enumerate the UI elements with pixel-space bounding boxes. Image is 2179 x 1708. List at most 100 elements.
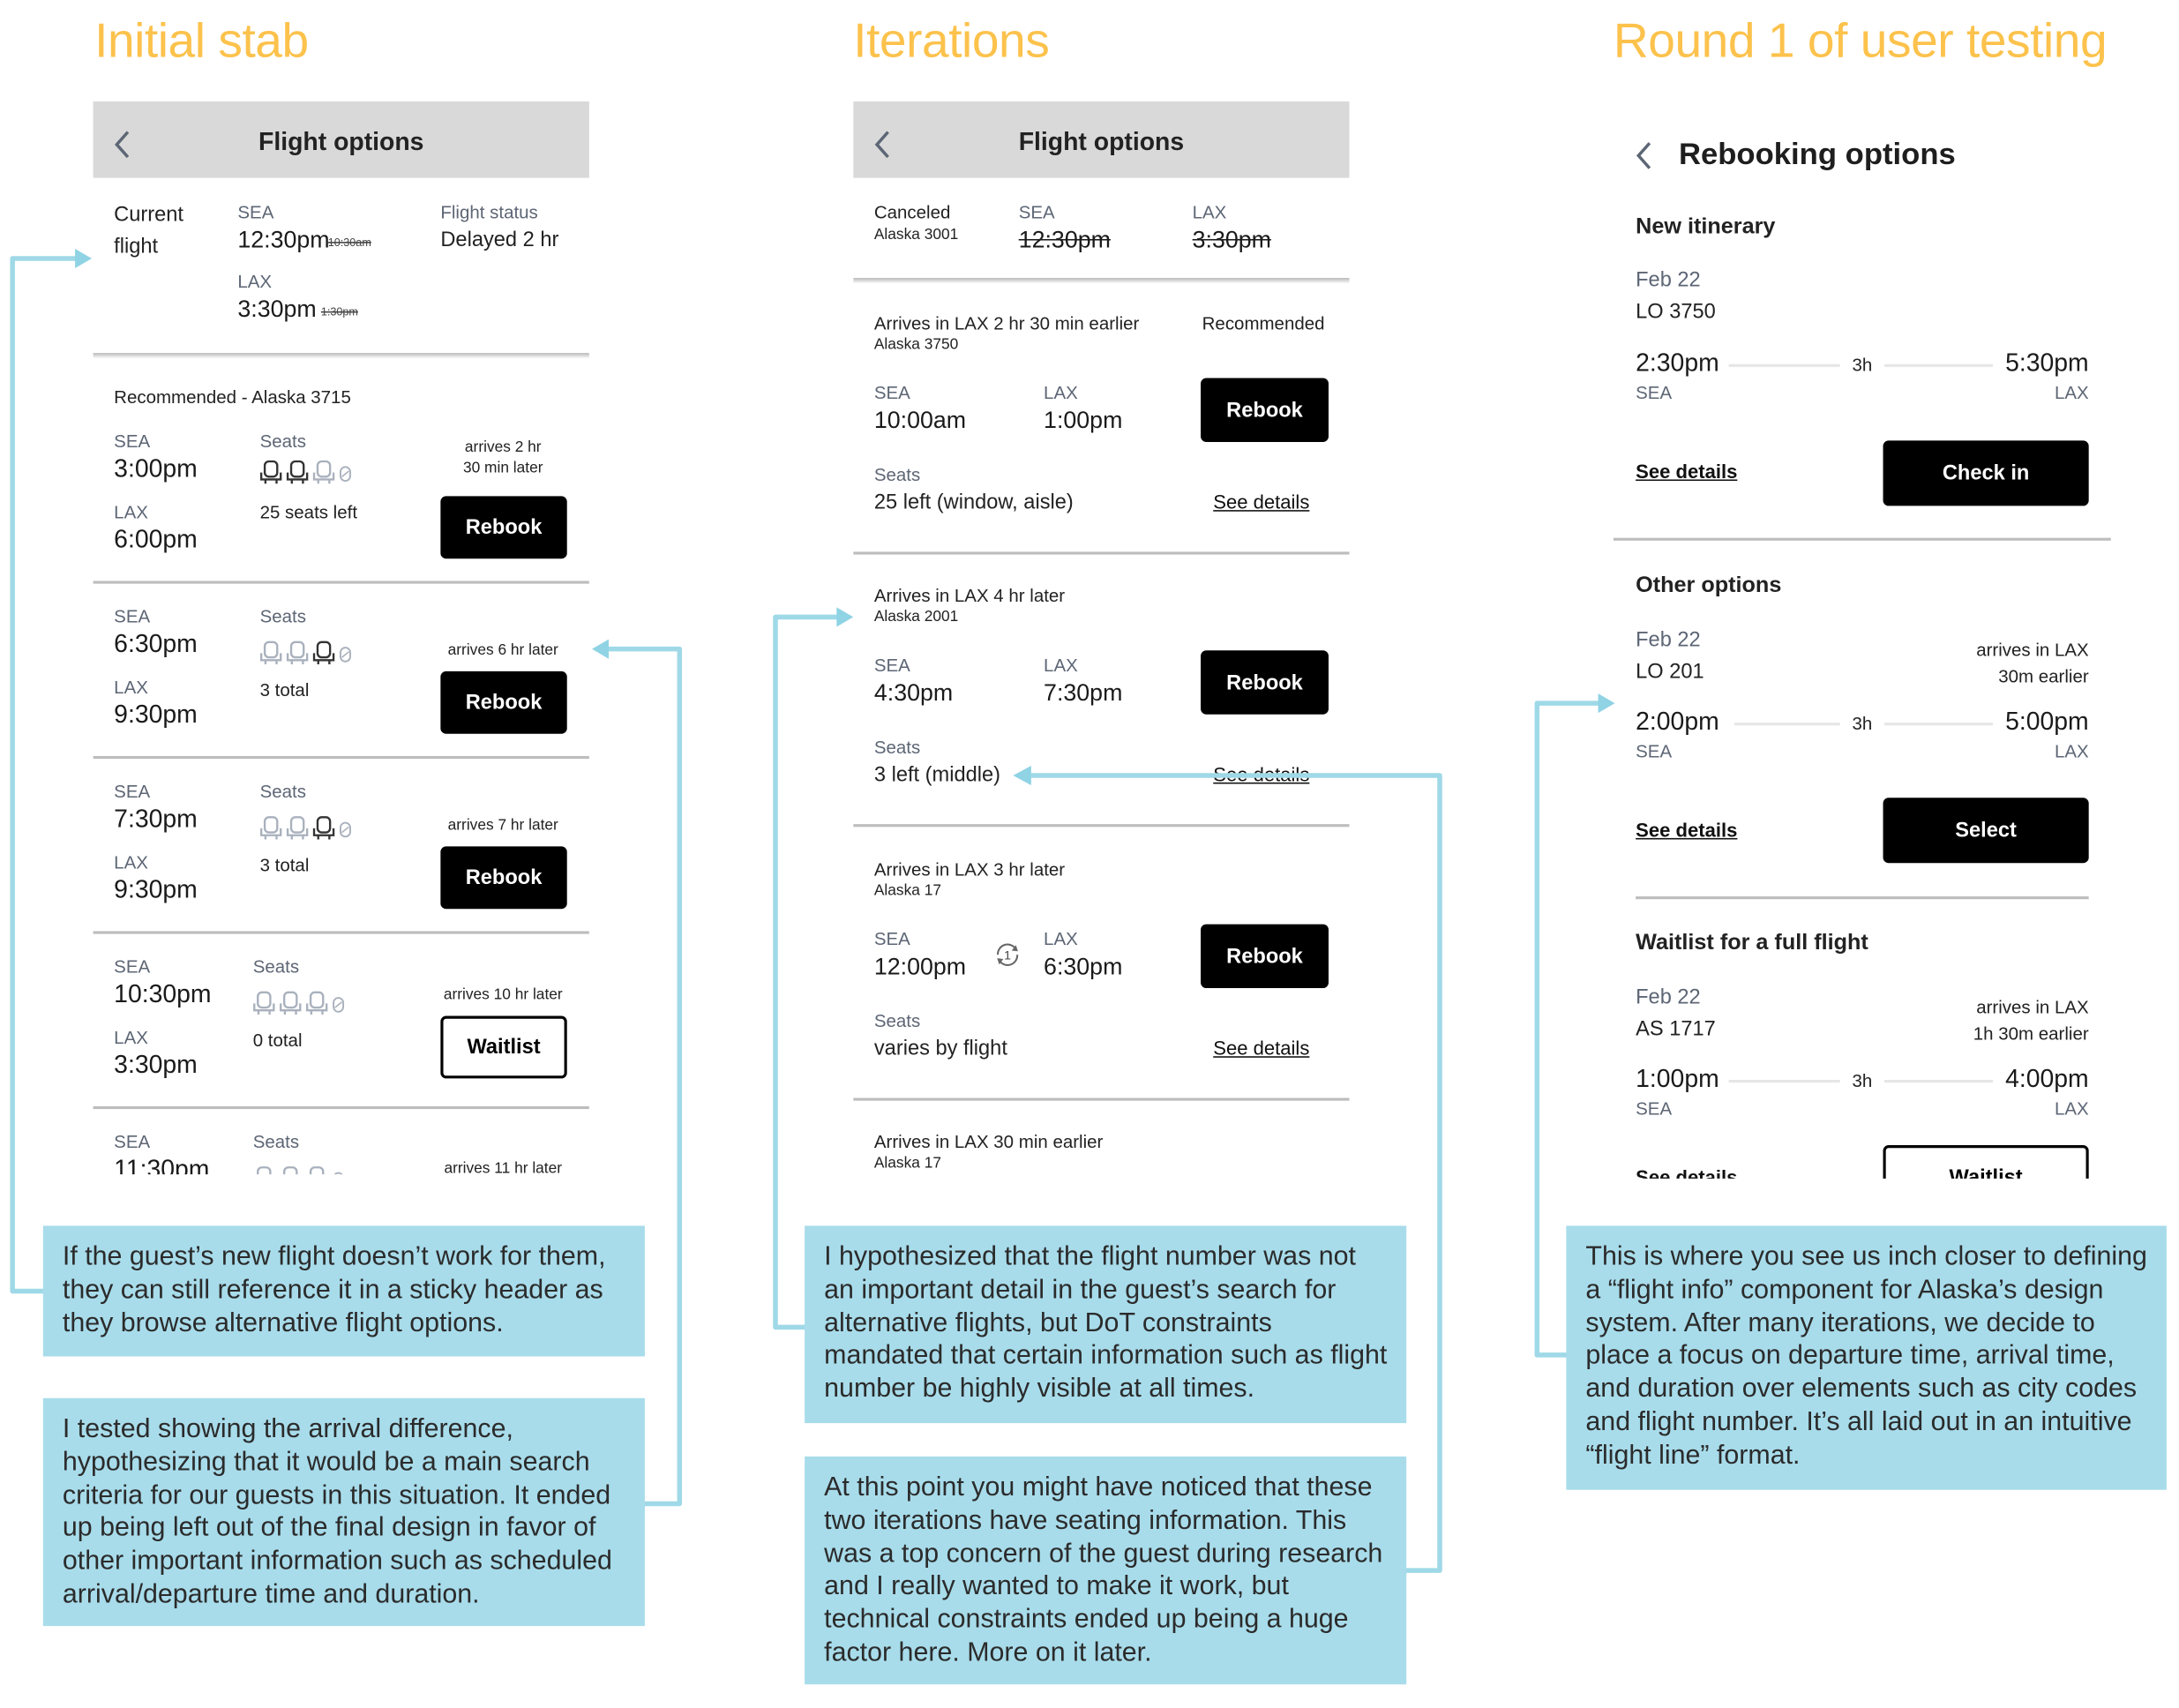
divider bbox=[93, 1105, 589, 1109]
arr-time: 3:30pm bbox=[237, 296, 317, 323]
flight-number: LO 3750 bbox=[1636, 300, 1716, 325]
back-chevron-icon[interactable] bbox=[1635, 140, 1654, 171]
arr-time: 9:30pm bbox=[114, 875, 198, 903]
rebook-button[interactable]: Rebook bbox=[440, 846, 567, 910]
flight-date: Feb 22 bbox=[1636, 628, 1701, 652]
flight-option: Arrives in LAX 30 min earlier Alaska 17 bbox=[853, 1131, 1349, 1174]
flight-row: SEA 3:00pm LAX 6:00pm Seats 25 seats lef… bbox=[94, 431, 589, 597]
flight-date: Feb 22 bbox=[1636, 268, 1701, 292]
flight-number: Alaska 3750 bbox=[873, 336, 959, 354]
seat-icon bbox=[257, 1166, 272, 1175]
rebook-button[interactable]: Rebook bbox=[440, 496, 567, 559]
dep-code: SEA bbox=[1636, 740, 1673, 762]
arrival-difference: arrives 11 hr later bbox=[444, 1160, 563, 1175]
flight-line bbox=[1728, 1080, 1840, 1083]
dep-time: 4:30pm bbox=[873, 679, 954, 707]
arr-time: 7:30pm bbox=[1044, 679, 1123, 707]
arr-code: LAX bbox=[2054, 1097, 2089, 1120]
seat-icon bbox=[312, 640, 335, 664]
annotation-flight-number: I hypothesized that the flight number wa… bbox=[805, 1225, 1407, 1424]
flight-line bbox=[1884, 1080, 1993, 1083]
flight-row: SEA 7:30pm LAX 9:30pm Seats 3 total arri… bbox=[94, 781, 589, 948]
flight-row: SEA 10:30pm LAX 3:30pm Seats 0 total arr… bbox=[94, 956, 589, 1123]
arr-code: LAX bbox=[1192, 201, 1227, 223]
see-details-link[interactable]: See details bbox=[1636, 1165, 1738, 1179]
seat-icon bbox=[286, 816, 309, 840]
duration: 3h bbox=[1852, 354, 1873, 376]
page-title: Flight options bbox=[1018, 127, 1185, 156]
check-in-button[interactable]: Check in bbox=[1883, 440, 2089, 506]
seats-label: Seats bbox=[259, 431, 306, 452]
arrowhead-icon bbox=[1598, 693, 1615, 714]
seat-icon bbox=[253, 991, 275, 1015]
dep-code: SEA bbox=[873, 928, 910, 949]
arr-old-time: 1:30pm bbox=[320, 305, 358, 318]
seat-map-icons bbox=[259, 816, 352, 841]
seats-text: 3 left (middle) bbox=[873, 762, 1001, 787]
page-title: Flight options bbox=[258, 127, 424, 156]
flight-line bbox=[1884, 363, 1993, 367]
canceled-flight-number: Alaska 3001 bbox=[873, 226, 959, 243]
seat-map-icons bbox=[259, 640, 352, 665]
seat-icon bbox=[312, 816, 335, 840]
divider bbox=[853, 824, 1350, 827]
flight-number: AS 1717 bbox=[1636, 1017, 1716, 1041]
dep-time: 2:30pm bbox=[1636, 348, 1719, 377]
seats-label: Seats bbox=[252, 1131, 300, 1152]
arrival-headline: Arrives in LAX 30 min earlier bbox=[873, 1131, 1104, 1152]
divider bbox=[853, 1097, 1350, 1100]
rebook-button[interactable]: Rebook bbox=[1201, 924, 1329, 989]
flight-option: Arrives in LAX 3 hr later Alaska 17 SEA … bbox=[853, 859, 1349, 1096]
see-details-link[interactable]: See details bbox=[1636, 818, 1738, 842]
seats-text: varies by flight bbox=[873, 1037, 1007, 1060]
dep-old-time: 10:30am bbox=[327, 236, 371, 249]
see-details-link[interactable]: See details bbox=[1636, 460, 1738, 483]
seats-text: 3 total bbox=[259, 854, 310, 876]
seat-small-icon bbox=[340, 466, 351, 482]
arr-time: 5:30pm bbox=[2005, 348, 2089, 377]
dep-code: SEA bbox=[114, 1131, 151, 1152]
arr-time: 5:00pm bbox=[2005, 707, 2089, 736]
seat-small-icon bbox=[333, 1172, 343, 1175]
seats-label: Seats bbox=[259, 781, 306, 802]
seats-text: 25 seats left bbox=[259, 501, 358, 523]
arr-code: LAX bbox=[114, 677, 148, 698]
rebook-button[interactable]: Rebook bbox=[440, 670, 567, 734]
current-flight-label: Current bbox=[114, 202, 183, 227]
arr-code: LAX bbox=[2054, 382, 2089, 403]
seat-icon bbox=[259, 640, 282, 664]
back-chevron-icon[interactable] bbox=[113, 130, 132, 161]
canceled-status: Canceled bbox=[873, 201, 951, 223]
arrival-headline: Arrives in LAX 2 hr 30 min earlier bbox=[873, 312, 1140, 334]
waitlist-button[interactable]: Waitlist bbox=[440, 1015, 567, 1079]
arr-code: LAX bbox=[1044, 654, 1078, 676]
seat-map-icons bbox=[259, 460, 352, 484]
arr-code: LAX bbox=[114, 1027, 148, 1048]
seats-label: Seats bbox=[252, 955, 300, 978]
divider bbox=[93, 581, 589, 583]
rebook-button[interactable]: Rebook bbox=[1201, 650, 1329, 715]
section-heading: Waitlist for a full flight bbox=[1636, 931, 1868, 955]
section-title-iterations: Iterations bbox=[853, 13, 1050, 69]
arrival-difference: arrives 6 hr later bbox=[447, 641, 558, 659]
arrowhead-icon bbox=[836, 607, 854, 627]
select-button[interactable]: Select bbox=[1883, 798, 2089, 864]
dep-code: SEA bbox=[873, 382, 910, 403]
dep-code: SEA bbox=[114, 605, 151, 627]
arrival-difference: arrives 10 hr later bbox=[443, 986, 563, 1004]
duration: 3h bbox=[1852, 1069, 1873, 1091]
back-chevron-icon[interactable] bbox=[872, 130, 892, 161]
waitlist-button[interactable]: Waitlist bbox=[1883, 1145, 2089, 1179]
seat-icon bbox=[282, 1166, 298, 1175]
seat-map-icons bbox=[253, 1166, 345, 1175]
flight-number: Alaska 17 bbox=[873, 882, 941, 900]
see-details-link[interactable]: See details bbox=[1213, 491, 1310, 513]
see-details-link[interactable]: See details bbox=[1213, 762, 1310, 786]
duration: 3h bbox=[1852, 713, 1873, 734]
dep-time: 12:30pm bbox=[237, 226, 330, 253]
flight-number: LO 201 bbox=[1636, 660, 1704, 685]
arrowhead-icon bbox=[592, 639, 609, 659]
see-details-link[interactable]: See details bbox=[1213, 1037, 1310, 1060]
rebook-button[interactable]: Rebook bbox=[1201, 378, 1329, 442]
